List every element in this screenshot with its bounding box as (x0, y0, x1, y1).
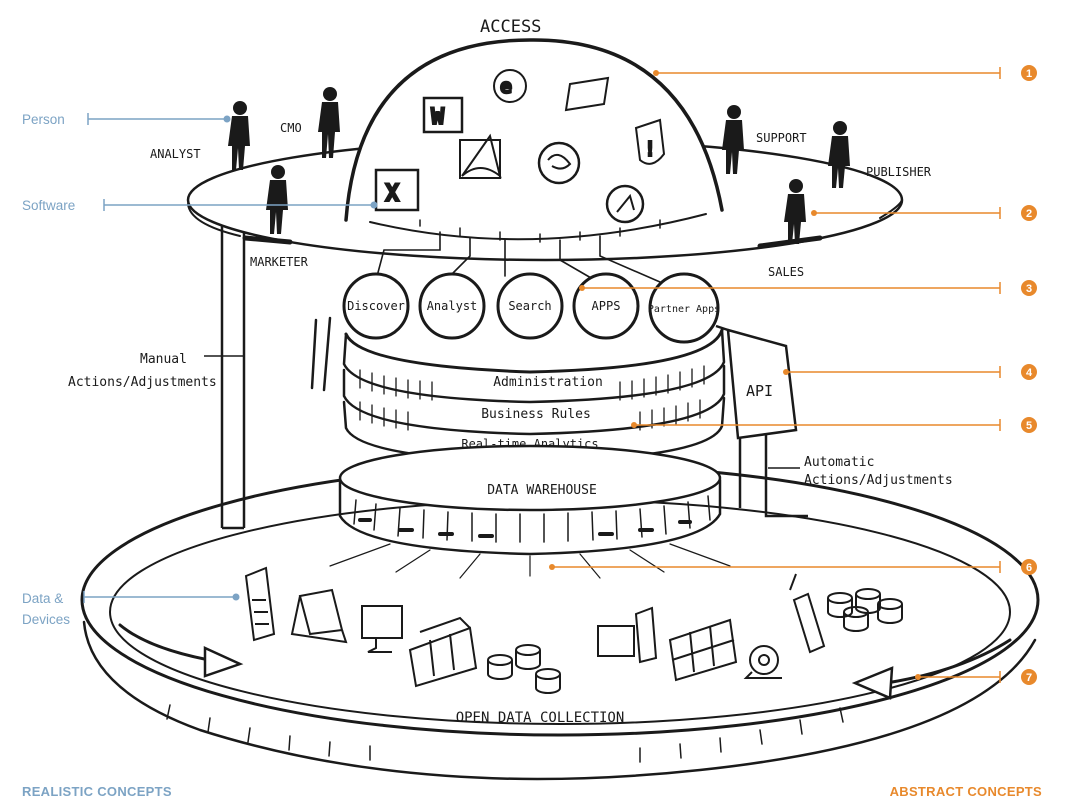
marketer-figure (266, 165, 288, 234)
marketer-label: MARKETER (250, 255, 309, 269)
desktop-computer-icon (597, 606, 658, 664)
api-label: API (746, 382, 773, 400)
automatic-note-line2: Actions/Adjustments (804, 473, 953, 488)
marker-4-number: 4 (1026, 367, 1033, 379)
marker-1-number: 1 (1026, 68, 1032, 80)
phone-icon (244, 566, 276, 642)
drums-icon-2 (827, 588, 903, 632)
app-search-label: Search (508, 299, 551, 313)
compass-icon (605, 184, 645, 224)
app-discover-label: Discover (347, 299, 405, 313)
shield-icon (634, 118, 666, 165)
api-box (715, 324, 798, 440)
person-labels: ANALYST CMO MARKETER SUPPORT PUBLISHER S… (150, 121, 932, 279)
support-figure (722, 105, 744, 174)
data-warehouse (329, 444, 731, 579)
software-icons: W e ! X (374, 69, 666, 224)
marker-7 (915, 669, 1037, 685)
marker-6 (549, 559, 1037, 575)
server-rack-icon-2 (668, 618, 738, 682)
storage-drums-icon (487, 644, 561, 694)
app-circle-labels: Discover Analyst Search APPS Partner App… (347, 299, 720, 315)
access-title: ACCESS (480, 17, 541, 37)
marker-3-number: 3 (1026, 283, 1032, 295)
business-rules-label: Business Rules (481, 407, 591, 422)
analyst-label: ANALYST (150, 147, 201, 161)
firefox-icon (537, 141, 581, 185)
marker-2-number: 2 (1026, 208, 1032, 220)
app-circles (342, 272, 720, 344)
laptop-icon (290, 588, 348, 644)
open-data-collection-label: OPEN DATA COLLECTION (456, 710, 625, 726)
server-rack-icon (408, 616, 478, 688)
data-devices-callout-line1: Data & (22, 591, 63, 606)
word-icon (422, 96, 464, 134)
automatic-note-line1: Automatic (804, 455, 874, 470)
excel-icon (374, 168, 420, 212)
administration-label: Administration (493, 375, 603, 390)
svg-text:W: W (431, 105, 445, 130)
manual-note: Manual Actions/Adjustments (68, 352, 217, 390)
devices (244, 566, 903, 694)
manual-note-line2: Actions/Adjustments (68, 375, 217, 390)
data-devices-callout-line2: Devices (22, 612, 70, 627)
person-callout-label: Person (22, 112, 65, 127)
software-callout-label: Software (22, 198, 75, 213)
right-markers (549, 65, 1037, 685)
layer-labels: Administration Business Rules Real-time … (461, 375, 602, 451)
publisher-figure (828, 121, 850, 188)
svg-text:X: X (385, 179, 400, 207)
manual-note-line1: Manual (140, 352, 187, 367)
automatic-note: Automatic Actions/Adjustments (804, 455, 953, 488)
marker-5 (631, 417, 1037, 433)
cmo-label: CMO (280, 121, 302, 135)
analyst-figure (228, 101, 250, 170)
marker-4 (783, 364, 1037, 380)
marker-1 (653, 65, 1037, 81)
marker-7-number: 7 (1026, 672, 1032, 684)
footer-realistic-concepts: REALISTIC CONCEPTS (22, 784, 172, 799)
footer-abstract-concepts: ABSTRACT CONCEPTS (890, 784, 1042, 799)
mobile-phone-icon (789, 573, 826, 654)
left-callouts: Person Software Data & Devices (22, 112, 378, 627)
webcam-icon (743, 645, 782, 679)
app-apps-label: APPS (592, 299, 621, 313)
support-pillars (220, 222, 808, 530)
marker-5-number: 5 (1026, 420, 1032, 432)
marker-numbers: 1 2 3 4 5 6 7 (1026, 68, 1033, 684)
sales-label: SALES (768, 265, 804, 279)
cmo-figure (318, 87, 340, 158)
marker-6-number: 6 (1026, 562, 1032, 574)
monitor-icon (361, 605, 403, 653)
people-figures (228, 87, 850, 244)
access-dome (344, 38, 724, 283)
sales-figure (784, 179, 806, 244)
marker-2 (811, 205, 1037, 221)
publisher-label: PUBLISHER (866, 165, 932, 179)
document-icon (564, 76, 610, 112)
marker-3 (579, 280, 1037, 296)
support-label: SUPPORT (756, 131, 807, 145)
svg-text:e: e (500, 74, 512, 98)
svg-text:!: ! (644, 137, 656, 161)
ie-icon (493, 69, 527, 103)
app-partner-apps-label: Partner Apps (648, 304, 720, 315)
app-analyst-label: Analyst (427, 299, 478, 313)
data-warehouse-label: DATA WAREHOUSE (487, 483, 597, 498)
